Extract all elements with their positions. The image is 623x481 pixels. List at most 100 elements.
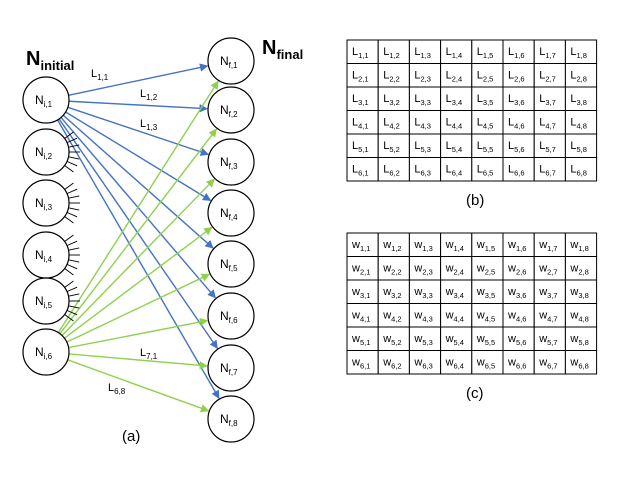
table-c-cell-label: w1,8 [569,239,588,253]
table-c-cell-label: w4,3 [413,310,432,324]
fan-stub-node-3 [64,182,80,224]
table-c-cell-label: w6,4 [445,357,464,371]
fan-stub-line [64,268,74,276]
edge-green-7 [68,353,208,370]
table-b-cell-label: L4,4 [446,117,463,131]
fan-stub-line [66,286,78,293]
fan-stub-line [64,314,74,322]
final-node-1-label: Nf,1 [220,54,238,70]
table-b-cell-label: L1,2 [383,46,400,60]
table-b-cell-label: L6,7 [539,164,556,178]
table-c-cell-label: w2,3 [413,263,432,277]
table-b-cell-label: L3,5 [477,93,494,107]
initial-node-5-label: Ni,5 [35,294,53,310]
table-c-cell-label: w3,4 [445,286,464,300]
edge-green-5 [66,273,211,343]
table-c-cell-label: w6,2 [382,357,401,371]
initial-node-2: Ni,2 [22,128,70,176]
table-b-cell-label: L1,6 [508,46,525,60]
final-node-2: Nf,2 [207,86,255,134]
table-c-cell-label: w2,4 [445,263,464,277]
final-node-6-label: Nf,6 [220,309,238,325]
fan-stubs [64,131,80,322]
table-b-cell-label: L4,8 [570,117,587,131]
table-b-cell-label: L1,5 [477,46,494,60]
table-c-cell-label: w5,7 [538,333,557,347]
table-c-cell-label: w5,3 [413,333,432,347]
edge-green-6 [68,317,209,349]
table-b-cell-label: L4,1 [352,117,369,131]
table-b-cell-label: L6,5 [477,164,494,178]
table-c-cell-label: w1,3 [413,239,432,253]
table-c-cell [564,350,598,375]
edge-green-3 [61,178,215,337]
table-b-cell-label: L2,1 [352,70,369,84]
table-c-cell-label: w1,6 [507,239,526,253]
initial-node-4: Ni,4 [22,231,70,279]
table-b-cell-label: L4,3 [414,117,431,131]
table-b-cell-label: L6,2 [383,164,400,178]
table-c-cell-label: w2,5 [476,263,495,277]
table-b-cell-label: L4,5 [477,117,494,131]
fan-stub-line [66,160,78,167]
initial-node-3: Ni,3 [22,179,70,227]
final-node-7-label: Nf,7 [220,361,238,377]
table-c-cell-label: w5,4 [445,333,464,347]
fan-stub-line [64,165,74,173]
table-c-cell-label: w3,6 [507,286,526,300]
final-node-7: Nf,7 [207,344,255,392]
initial-node-6: Ni,6 [22,328,70,376]
table-c-cell-label: w4,2 [382,310,401,324]
table-b-cell-label: L4,7 [539,117,556,131]
table-c-cell-label: w3,5 [476,286,495,300]
fan-stub-line [66,211,78,218]
initial-node-5: Ni,5 [22,277,70,325]
table-b-cell-label: L5,3 [414,140,431,154]
table-b-cell-label: L2,8 [570,70,587,84]
initial-node-1-label: Ni,1 [35,93,53,109]
final-node-8-label: Nf,8 [220,412,238,428]
table-b-cell-label: L2,5 [477,70,494,84]
table-c-cell-label: w4,1 [351,310,370,324]
table-b-cell-label: L6,6 [508,164,525,178]
initial-node-3-label: Ni,3 [35,196,53,212]
table-b-cell-label: L1,8 [570,46,587,60]
final-node-4: Nf,4 [207,189,255,237]
edge-green-8 [67,359,210,413]
table-b-cell-label: L6,1 [352,164,369,178]
table-b-cell-label: L5,4 [446,140,463,154]
fan-stub-line [66,263,78,270]
table-b-cell-label: L3,2 [383,93,400,107]
fan-stub-line [68,293,80,297]
fan-stub-line [64,280,74,288]
table-c-cell-label: w6,6 [507,357,526,371]
table-b-cell-label: L1,4 [446,46,463,60]
table-c-cell-label: w3,7 [538,286,557,300]
initial-node-6-label: Ni,6 [35,345,53,361]
table-c-cell-label: w1,4 [445,239,464,253]
final-node-3: Nf,3 [207,138,255,186]
fan-stub-line [68,207,80,211]
table-b-cell-label: L5,2 [383,140,400,154]
table-c-cell-label: w3,3 [413,286,432,300]
table-c-cell-label: w3,2 [382,286,401,300]
table-b-cell-label: L1,3 [414,46,431,60]
edge-label-l13: L1,3 [140,118,158,132]
edge-label-l71: L7,1 [140,347,158,361]
table-c-cell-label: w2,8 [569,263,588,277]
table-c-cell-label: w4,7 [538,310,557,324]
table-b-cell-label: L2,6 [508,70,525,84]
fan-stub-line [68,247,80,251]
fan-stub-line [68,156,80,160]
table-c-cell-label: w1,1 [351,239,370,253]
table-b-cell-label: L4,2 [383,117,400,131]
table-b-cell-label: L6,4 [446,164,463,178]
table-c-cell-label: w4,8 [569,310,588,324]
table-c-cell-label: w1,2 [382,239,401,253]
table-b-cell-label: L1,1 [352,46,369,60]
fan-stub-line [66,188,78,195]
edge-blue-8 [56,119,220,399]
table-c-cell-label: w6,1 [351,357,370,371]
